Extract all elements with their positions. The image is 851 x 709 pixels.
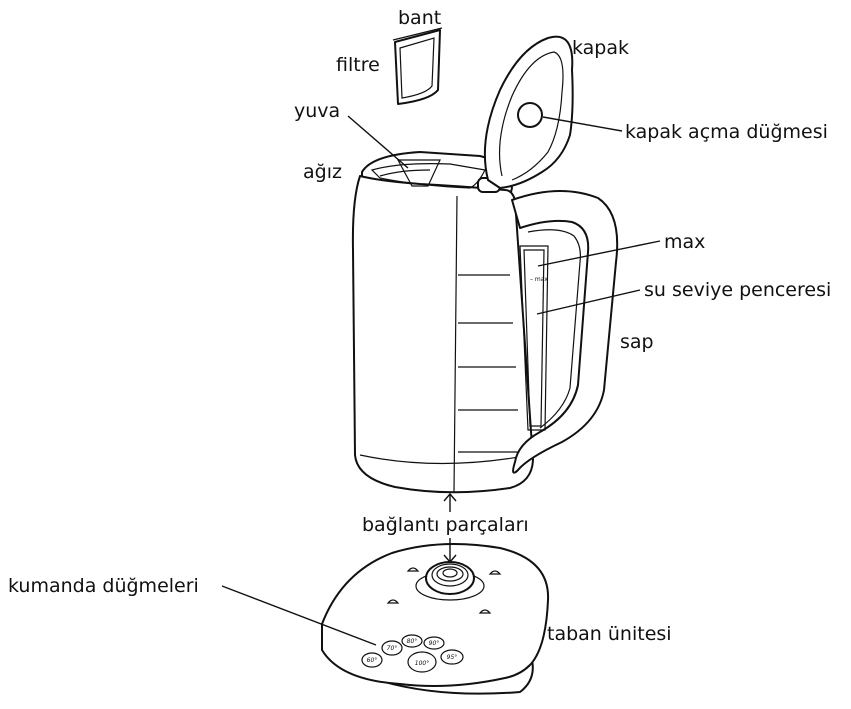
label-kapak: kapak (572, 37, 629, 59)
label-yuva: yuva (294, 100, 340, 122)
label-agiz: ağız (303, 161, 342, 183)
label-sap: sap (620, 331, 654, 353)
label-su-seviye: su seviye penceresi (644, 279, 831, 301)
label-kumanda: kumanda düğmeleri (8, 575, 199, 597)
btn-95-label: 95° (447, 654, 458, 661)
base-unit: 60° 70° 80° 90° 100° 95° (322, 544, 548, 694)
label-max: max (664, 231, 705, 253)
kettle-handle: – max (512, 191, 617, 473)
label-kapak-acma: kapak açma düğmesi (625, 121, 828, 143)
label-bant: bant (398, 7, 441, 29)
btn-80-label: 80° (407, 638, 418, 645)
label-taban: taban ünitesi (547, 623, 672, 645)
max-mark: – max (530, 276, 548, 283)
kettle-body (353, 152, 533, 492)
filter (393, 28, 442, 104)
label-baglanti: bağlantı parçaları (362, 514, 529, 536)
lid-open-button (518, 103, 542, 127)
btn-60-label: 60° (367, 657, 378, 664)
btn-70-label: 70° (387, 645, 398, 652)
btn-90-label: 90° (429, 640, 440, 647)
btn-100-label: 100° (415, 660, 429, 667)
label-filtre: filtre (336, 54, 380, 76)
kettle-lid (485, 37, 573, 188)
